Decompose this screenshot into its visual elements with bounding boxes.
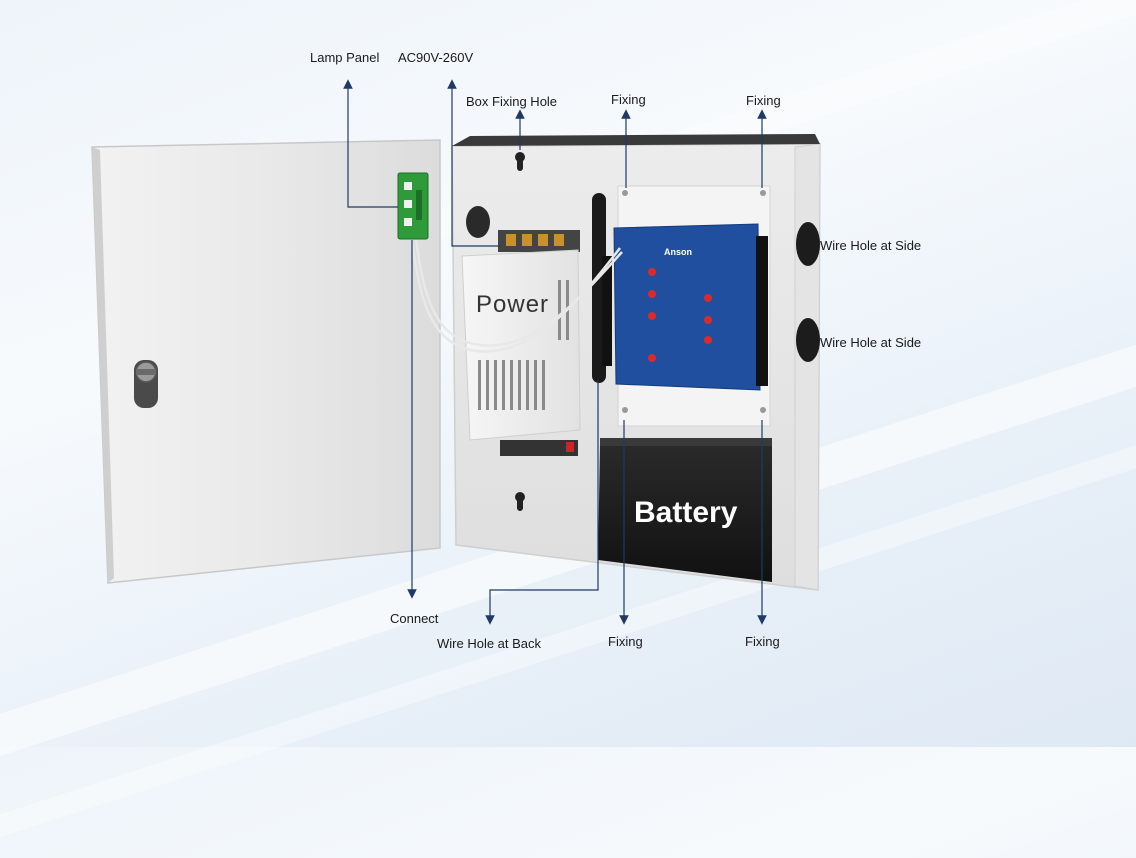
battery: Battery [598, 438, 772, 582]
power-supply: Power [461, 230, 581, 456]
side-wire-hole [796, 318, 820, 362]
label-fixing-bottom-right: Fixing [745, 634, 780, 649]
battery-label: Battery [634, 496, 738, 529]
wiring [410, 239, 623, 353]
power-supply-label: Power [476, 291, 549, 318]
diagram-stage: Power Anson [91, 50, 922, 651]
label-wire-hole-back: Wire Hole at Back [437, 636, 542, 651]
box-fixing-hole [515, 152, 525, 171]
controller-brand: Anson [664, 247, 692, 257]
box-fixing-hole [515, 492, 525, 511]
door-lock [134, 360, 158, 408]
leader-lines [343, 79, 767, 625]
label-lamp-panel: Lamp Panel [310, 50, 380, 65]
leader-ac-input [447, 79, 500, 247]
side-wire-hole [796, 222, 820, 266]
label-fixing-top-right: Fixing [746, 93, 781, 108]
label-box-fixing-hole: Box Fixing Hole [466, 94, 558, 109]
label-ac-input: AC90V-260V [398, 50, 474, 65]
label-connect: Connect [390, 611, 439, 626]
label-wire-hole-side-top: Wire Hole at Side [820, 238, 922, 253]
enclosure-illustration: Power Anson [91, 79, 821, 625]
lamp-panel-pcb [397, 172, 429, 240]
enclosure-door [91, 139, 441, 584]
controller-board: Anson [602, 185, 771, 427]
leader-lamp-panel [343, 79, 398, 208]
label-wire-hole-side-bottom: Wire Hole at Side [820, 335, 922, 350]
label-fixing-bottom-left: Fixing [608, 634, 643, 649]
leader-wire-hole-back [485, 380, 599, 625]
label-fixing-top-left: Fixing [611, 92, 646, 107]
